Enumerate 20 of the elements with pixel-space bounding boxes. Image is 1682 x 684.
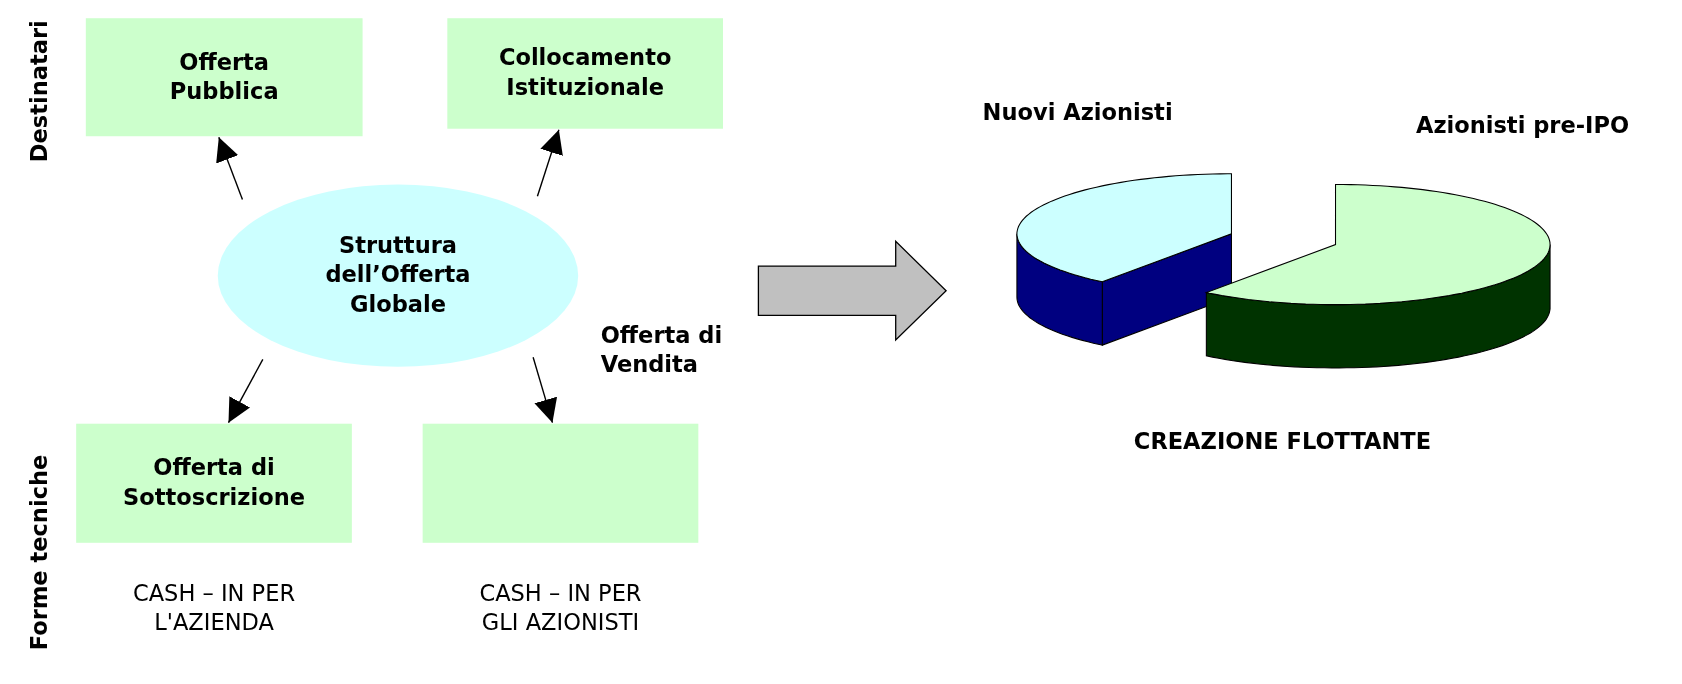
node-label: Offerta Pubblica [168,48,280,107]
process-box [85,18,363,137]
arrow [536,129,563,197]
arrow [532,356,558,424]
process-box [76,423,352,543]
axis-label: Destinatari [26,20,53,163]
caption-text: CASH – IN PER GLI AZIONISTI [478,579,643,638]
text-label: Nuovi Azionisti [982,99,1173,126]
node-label: Offerta di Sottoscrizione [122,454,306,513]
arrow [216,136,244,201]
process-box [422,423,699,543]
caption-text: CASH – IN PER L'AZIENDA [131,579,297,638]
node-label: Struttura dell’Offerta Globale [324,231,472,320]
axis-label: Forme tecniche [26,454,53,651]
arrow [227,358,264,424]
text-label: CREAZIONE FLOTTANTE [1133,429,1432,455]
node-label: Collocamento Istituzionale [497,44,673,103]
text-label: Azionisti pre-IPO [1415,112,1630,139]
process-box [447,18,723,129]
text-label: Offerta di Vendita [600,321,724,380]
